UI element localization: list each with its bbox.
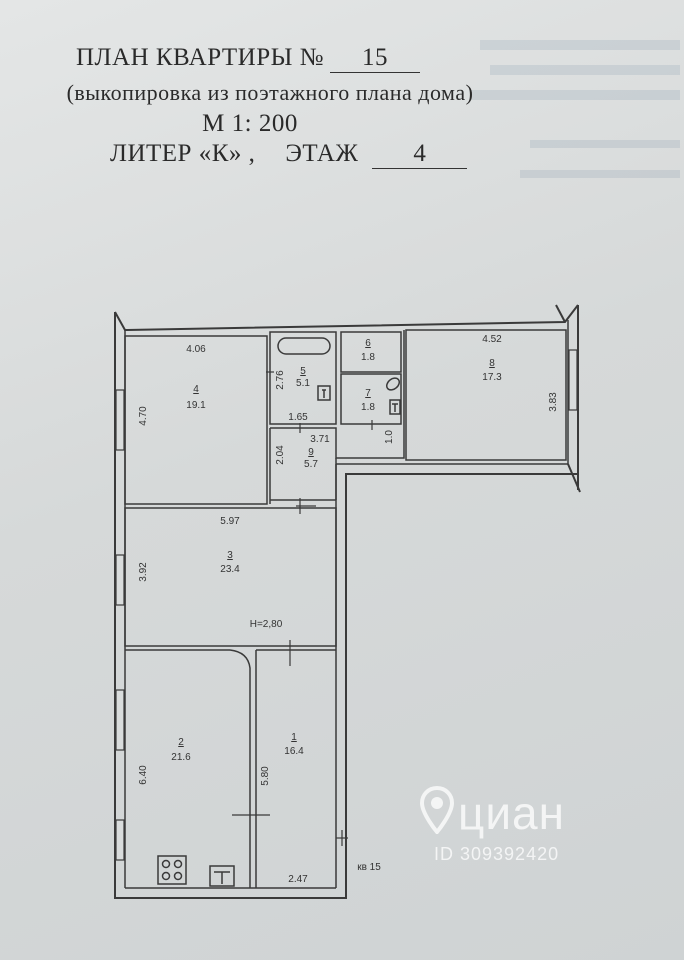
stove-shape bbox=[157, 855, 187, 885]
room-7-area: 1.8 bbox=[361, 402, 375, 413]
room-1-number: 1 bbox=[291, 732, 297, 743]
room-3-number: 3 bbox=[227, 550, 233, 561]
room-1-area: 16.4 bbox=[284, 746, 304, 757]
floor-number: 4 bbox=[372, 140, 468, 169]
location-pin-icon bbox=[420, 786, 454, 834]
room-3-area: 23.4 bbox=[220, 564, 240, 575]
room-9-number: 9 bbox=[308, 447, 314, 458]
dim-r4-width: 4.06 bbox=[186, 344, 206, 355]
dim-r9-width: 3.71 bbox=[310, 434, 330, 445]
room-9-area: 5.7 bbox=[304, 459, 318, 470]
ceiling-height: H=2,80 bbox=[250, 619, 283, 630]
plan-subtitle: (выкопировка из поэтажного плана дома) bbox=[66, 80, 474, 105]
dim-r5-height: 2.76 bbox=[275, 370, 286, 390]
room-6-number: 6 bbox=[365, 338, 371, 349]
plan-title-text: ПЛАН КВАРТИРЫ № bbox=[76, 44, 325, 71]
dim-r4-height: 4.70 bbox=[138, 406, 149, 426]
dim-r1-height: 5.80 bbox=[260, 766, 271, 786]
dim-r8-height: 3.83 bbox=[548, 392, 559, 412]
floor-label: ЭТАЖ bbox=[285, 140, 359, 167]
dim-r3-height: 3.92 bbox=[138, 562, 149, 582]
room-4-area: 19.1 bbox=[186, 400, 206, 411]
liter-label: ЛИТЕР «К» , bbox=[110, 140, 256, 167]
dim-corridor-width: 1.0 bbox=[384, 430, 395, 444]
dim-r3-width: 5.97 bbox=[220, 516, 240, 527]
room-5-number: 5 bbox=[300, 366, 306, 377]
watermark-id: ID 309392420 bbox=[434, 844, 560, 864]
dim-r2-height: 6.40 bbox=[138, 765, 149, 785]
room-2-number: 2 bbox=[178, 737, 184, 748]
room-5-outline bbox=[269, 331, 337, 425]
apartment-number: 15 bbox=[330, 44, 421, 73]
outer-wall bbox=[114, 312, 578, 899]
room-7-number: 7 bbox=[365, 388, 371, 399]
liter-floor-line: ЛИТЕР «К» , ЭТАЖ 4 bbox=[40, 140, 540, 169]
dim-r1-width: 2.47 bbox=[288, 874, 308, 885]
watermark-brand: циан bbox=[458, 787, 566, 839]
room-8-area: 17.3 bbox=[482, 372, 502, 383]
apartment-label: кв 15 bbox=[357, 862, 381, 873]
toilet-shape bbox=[385, 377, 401, 391]
room-5-area: 5.1 bbox=[296, 378, 310, 389]
room-2-area: 21.6 bbox=[171, 752, 191, 763]
room-8-number: 8 bbox=[489, 358, 495, 369]
room-4-number: 4 bbox=[193, 384, 199, 395]
bathtub-shape bbox=[277, 337, 331, 355]
room-4-outline bbox=[124, 335, 268, 505]
plan-scale: М 1: 200 bbox=[202, 110, 298, 137]
room-6-area: 1.8 bbox=[361, 352, 375, 363]
outer-wall-top bbox=[114, 304, 579, 332]
dim-r8-width: 4.52 bbox=[482, 334, 502, 345]
dim-r5-width: 1.65 bbox=[288, 412, 308, 423]
dim-r9-height: 2.04 bbox=[275, 445, 286, 465]
